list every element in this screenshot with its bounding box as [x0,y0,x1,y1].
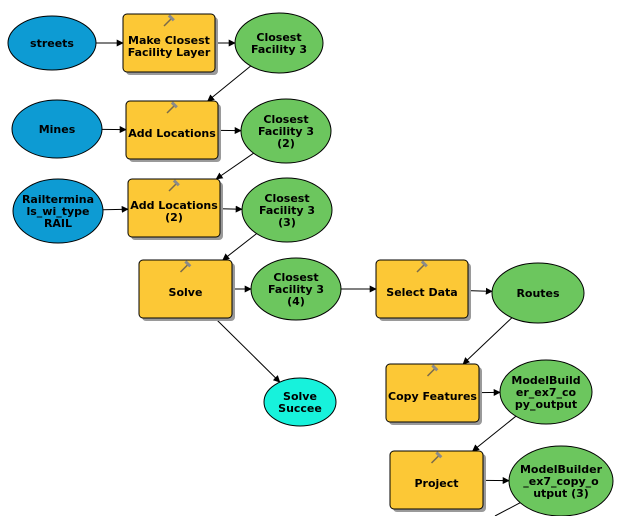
node-shape [241,177,333,243]
node-label: Select Data [386,286,457,299]
hammer-icon [430,451,443,464]
hammer-icon [168,179,180,192]
node-shape [138,259,233,319]
node-shape [240,98,332,164]
tool-node-select[interactable]: Select Data [375,259,471,321]
node-label: Copy Features [388,390,477,403]
hammer-icon [163,14,175,27]
node-shape [263,377,337,427]
connector-cf3-to-add_loc[interactable] [207,65,252,102]
node-shape [12,178,104,244]
node-shape [375,259,469,319]
data-node-mines[interactable]: Mines [11,99,103,159]
connector-rail-to-add_loc2[interactable] [102,205,129,213]
tool-node-add-loc[interactable]: Add Locations [125,100,221,162]
node-shape [508,445,614,516]
connector-routes-to-copy[interactable] [462,317,513,365]
tool-node-project[interactable]: Project [389,450,486,512]
tool-node-add-loc2[interactable]: Add Locations(2) [127,178,223,240]
connector-cf3_3-to-solve[interactable] [222,233,257,261]
node-shape [499,359,593,425]
node-shape [389,450,484,510]
node-label: Add Locations(2) [130,199,218,224]
connector-cf3_2-to-add_loc2[interactable] [215,152,254,180]
hammer-icon [166,101,178,114]
node-shape [7,15,97,71]
connector-solve-to-solve_ok[interactable] [214,317,281,383]
node-label: Routes [516,287,560,300]
node-shape [122,13,216,73]
node-label: Add Locations [128,127,216,140]
hammer-icon [416,260,428,273]
connector-mb_out-to-project[interactable] [472,415,517,452]
hammer-icon [426,364,439,377]
hammer-icon [179,260,192,273]
tool-node-solve[interactable]: Solve [138,259,235,321]
node-shape [385,363,480,423]
data-node-streets[interactable]: streets [7,15,97,71]
node-shape [125,100,219,160]
node-shape [234,12,324,74]
connector-mb_out3-to-offpage[interactable] [494,502,521,516]
node-shape [127,178,221,238]
tool-node-copy[interactable]: Copy Features [385,363,482,425]
node-label: Mines [39,123,76,136]
data-node-routes[interactable]: Routes [491,262,585,324]
node-shape [491,262,585,324]
node-label: Project [414,477,458,490]
node-shape [11,99,103,159]
connectors-layer [96,39,521,516]
node-shape [250,257,342,321]
node-label: streets [30,37,74,50]
node-label: Solve [169,286,203,299]
connector-select-to-routes[interactable] [467,287,493,295]
